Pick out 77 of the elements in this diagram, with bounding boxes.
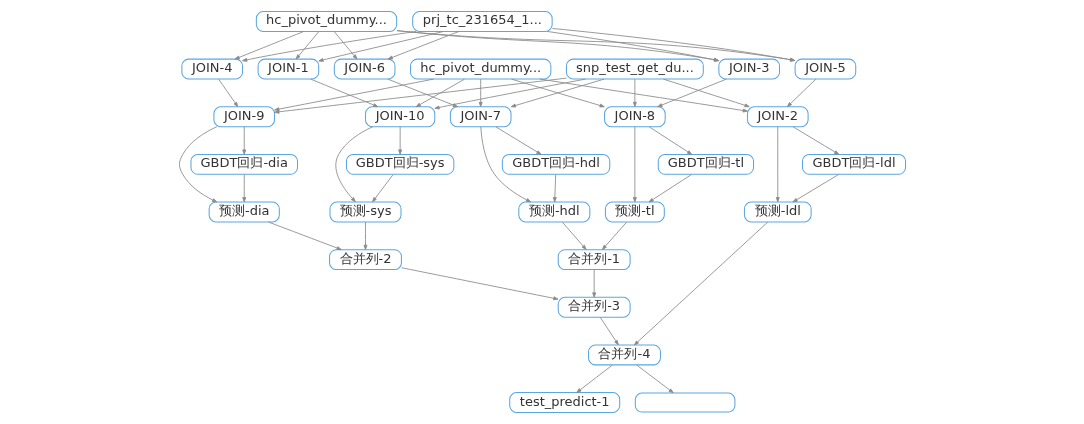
node-box: 合并列-4 [587, 344, 661, 366]
arrow [552, 174, 557, 203]
arrow [241, 31, 417, 62]
arrow [363, 221, 367, 250]
node-box: 预测-dia [208, 201, 280, 223]
node-box: JOIN-6 [333, 58, 395, 80]
arrow [397, 126, 402, 155]
node-box: snp_test_get_du... [565, 58, 704, 80]
node-box: JOIN-4 [180, 58, 243, 80]
arrow [601, 221, 627, 250]
arrow [396, 30, 795, 62]
arrow [387, 31, 459, 60]
node-box: test_predict-1 [508, 392, 620, 414]
arrow [371, 174, 394, 203]
node-box: 合并列-3 [557, 296, 631, 318]
node-box: 预测-tl [604, 201, 665, 223]
arrow [591, 269, 596, 298]
node-box: 合并列-1 [557, 249, 631, 271]
node-box: GBDT回归-sys [345, 153, 454, 175]
arrow [786, 78, 816, 107]
arrow [295, 31, 319, 60]
node-box: GBDT回归-tl [657, 153, 754, 175]
arrow [662, 78, 750, 108]
arrow [400, 267, 558, 301]
arrow [217, 78, 238, 107]
node-box: GBDT回归-ldl [801, 153, 906, 175]
arrow [178, 126, 217, 203]
node-box: 合并列-2 [328, 249, 402, 271]
arrow [635, 364, 674, 394]
arrow [386, 78, 458, 108]
node-box: hc_pivot_dummy... [409, 58, 551, 80]
arrow [792, 126, 839, 155]
arrow [273, 78, 434, 112]
node-box: 预测-sys [328, 201, 402, 223]
node-box: hc_pivot_dummy... [255, 10, 397, 32]
arrow [495, 126, 541, 155]
node-box: GBDT回归-dia [189, 153, 298, 175]
node-box: JOIN-3 [717, 58, 780, 80]
arrow [415, 78, 465, 108]
arrow [792, 174, 839, 203]
node-box: JOIN-5 [794, 58, 856, 80]
node-box: GBDT回归-hdl [501, 153, 610, 175]
arrow [241, 174, 246, 203]
arrow [433, 78, 586, 110]
arrow [333, 31, 357, 60]
arrow [551, 28, 795, 62]
arrow [273, 77, 567, 114]
arrow [234, 31, 304, 60]
arrow [561, 221, 587, 250]
arrow [309, 78, 378, 108]
node-box [634, 392, 735, 413]
node-box: JOIN-10 [364, 106, 435, 128]
node-box: 预测-hdl [517, 201, 590, 223]
arrow [656, 78, 727, 108]
arrow [241, 126, 246, 155]
arrow [599, 317, 619, 346]
arrow [334, 126, 373, 203]
arrow [648, 174, 692, 203]
arrow [575, 364, 613, 393]
arrow [317, 31, 444, 62]
node-box: JOIN-2 [746, 106, 809, 128]
node-box: JOIN-9 [212, 106, 275, 128]
node-box: JOIN-7 [449, 106, 512, 128]
arrow [267, 221, 342, 251]
arrow [538, 78, 748, 113]
arrow [546, 31, 719, 62]
arrow [632, 126, 637, 203]
node-box: JOIN-8 [603, 106, 666, 128]
arrow [632, 78, 637, 107]
arrow [775, 126, 780, 203]
arrow [648, 126, 692, 155]
arrow [633, 221, 768, 346]
arrow [479, 126, 531, 203]
arrow [478, 78, 483, 107]
node-box: prj_tc_231654_1... [411, 10, 553, 32]
node-box: JOIN-1 [257, 58, 319, 80]
node-box: 预测-ldl [743, 201, 812, 223]
